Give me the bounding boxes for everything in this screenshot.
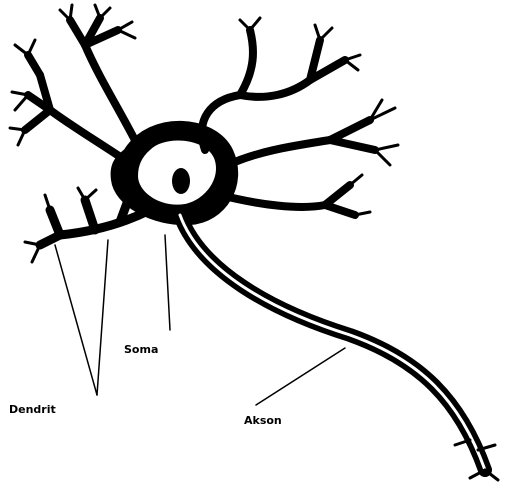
dendrit-pointer-1 [55, 245, 97, 395]
nucleus [172, 168, 190, 194]
dendrite-right [220, 120, 375, 215]
dendrit-label: Dendrit [9, 403, 56, 416]
soma-label: Soma [124, 343, 158, 356]
dendrite-left [25, 55, 125, 160]
dendrit-pointer-2 [97, 240, 108, 395]
dendrite-top [202, 30, 345, 150]
soma-pointer [165, 235, 170, 330]
akson-label: Akson [244, 414, 282, 427]
axon [180, 215, 498, 480]
akson-pointer [256, 348, 345, 405]
